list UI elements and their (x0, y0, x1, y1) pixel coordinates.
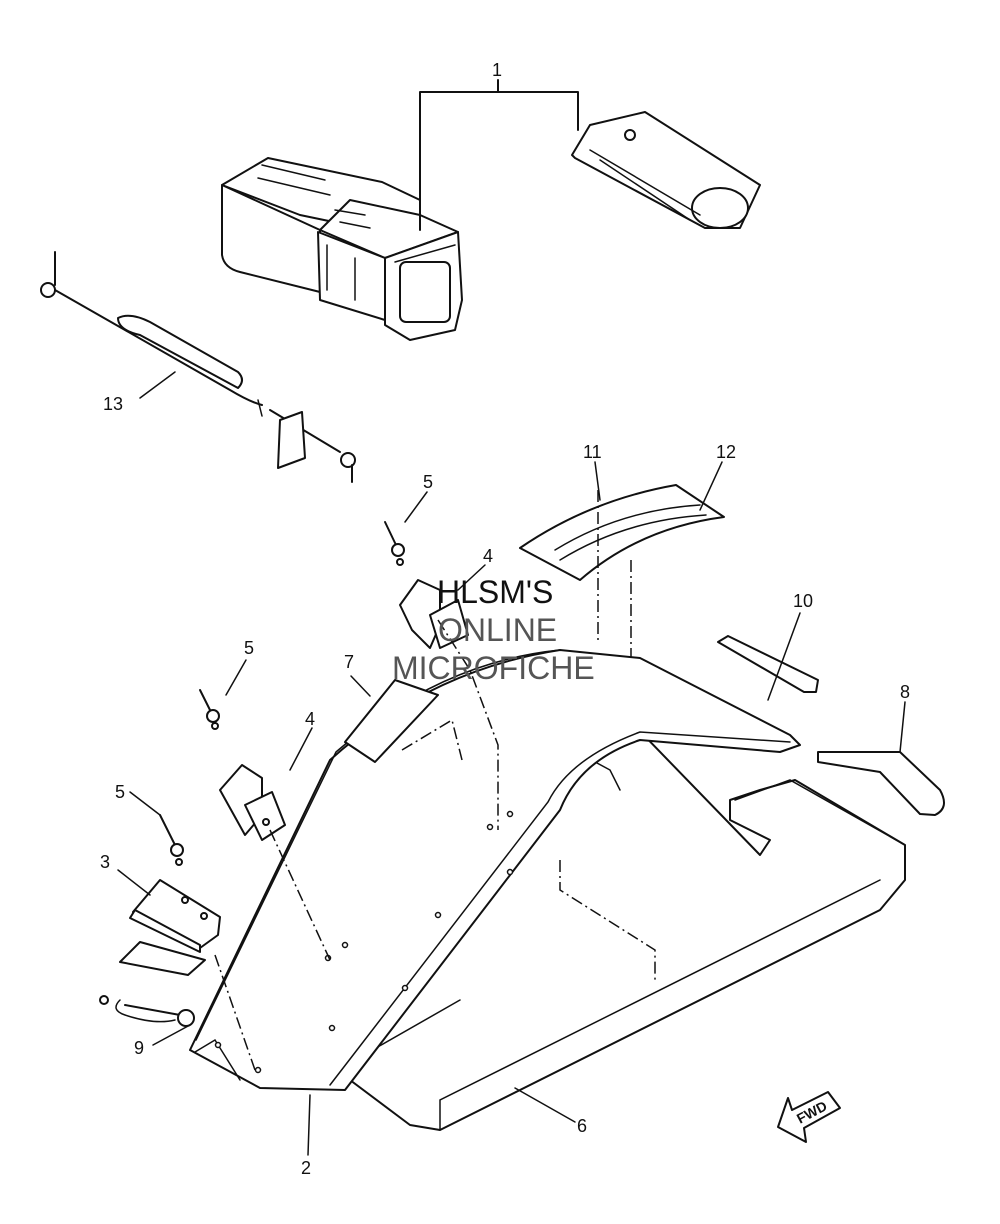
callout-2: 2 (301, 1158, 311, 1178)
watermark-line-3: MICROFICHE (392, 650, 595, 686)
callout-4-lower: 4 (305, 709, 315, 729)
clip-4-upper (399, 579, 469, 649)
callout-5-top: 5 (423, 472, 433, 492)
pin-9 (99, 995, 195, 1027)
callout-12: 12 (716, 442, 736, 462)
rivet-5-bottom (159, 814, 184, 866)
callout-7: 7 (344, 652, 354, 672)
clip-4-lower (219, 764, 286, 841)
rivet-5-top (384, 521, 405, 566)
fwd-arrow-icon: FWD (777, 1091, 841, 1143)
tool-pouch (571, 111, 761, 229)
callout-4-upper: 4 (483, 546, 493, 566)
assembly-line-a (437, 619, 499, 830)
callout-3: 3 (100, 852, 110, 872)
assembly-line-c (214, 954, 256, 1071)
callout-11: 11 (583, 442, 602, 462)
callout-13: 13 (103, 394, 123, 414)
seat-lock-cable (40, 251, 356, 483)
tool-bag (221, 157, 463, 341)
label-7 (344, 679, 439, 763)
callout-6: 6 (577, 1116, 587, 1136)
callout-1: 1 (492, 60, 502, 80)
hinge-3 (119, 879, 221, 976)
rivet-5-middle (199, 689, 220, 730)
strip-10 (717, 635, 819, 693)
assembly-line-b (269, 829, 331, 961)
callout-5-middle: 5 (244, 638, 254, 658)
decal-11-12 (519, 484, 725, 581)
bracket-1 (419, 91, 579, 231)
leader-lines (117, 371, 906, 1156)
callout-5-bottom: 5 (115, 782, 125, 802)
callout-8: 8 (900, 682, 910, 702)
watermark-line-2: ONLINE (438, 612, 558, 648)
callout-10: 10 (793, 591, 813, 611)
callout-9: 9 (134, 1038, 144, 1058)
handle-8 (817, 751, 945, 816)
watermark-line-1: HLSM'S (437, 574, 554, 610)
